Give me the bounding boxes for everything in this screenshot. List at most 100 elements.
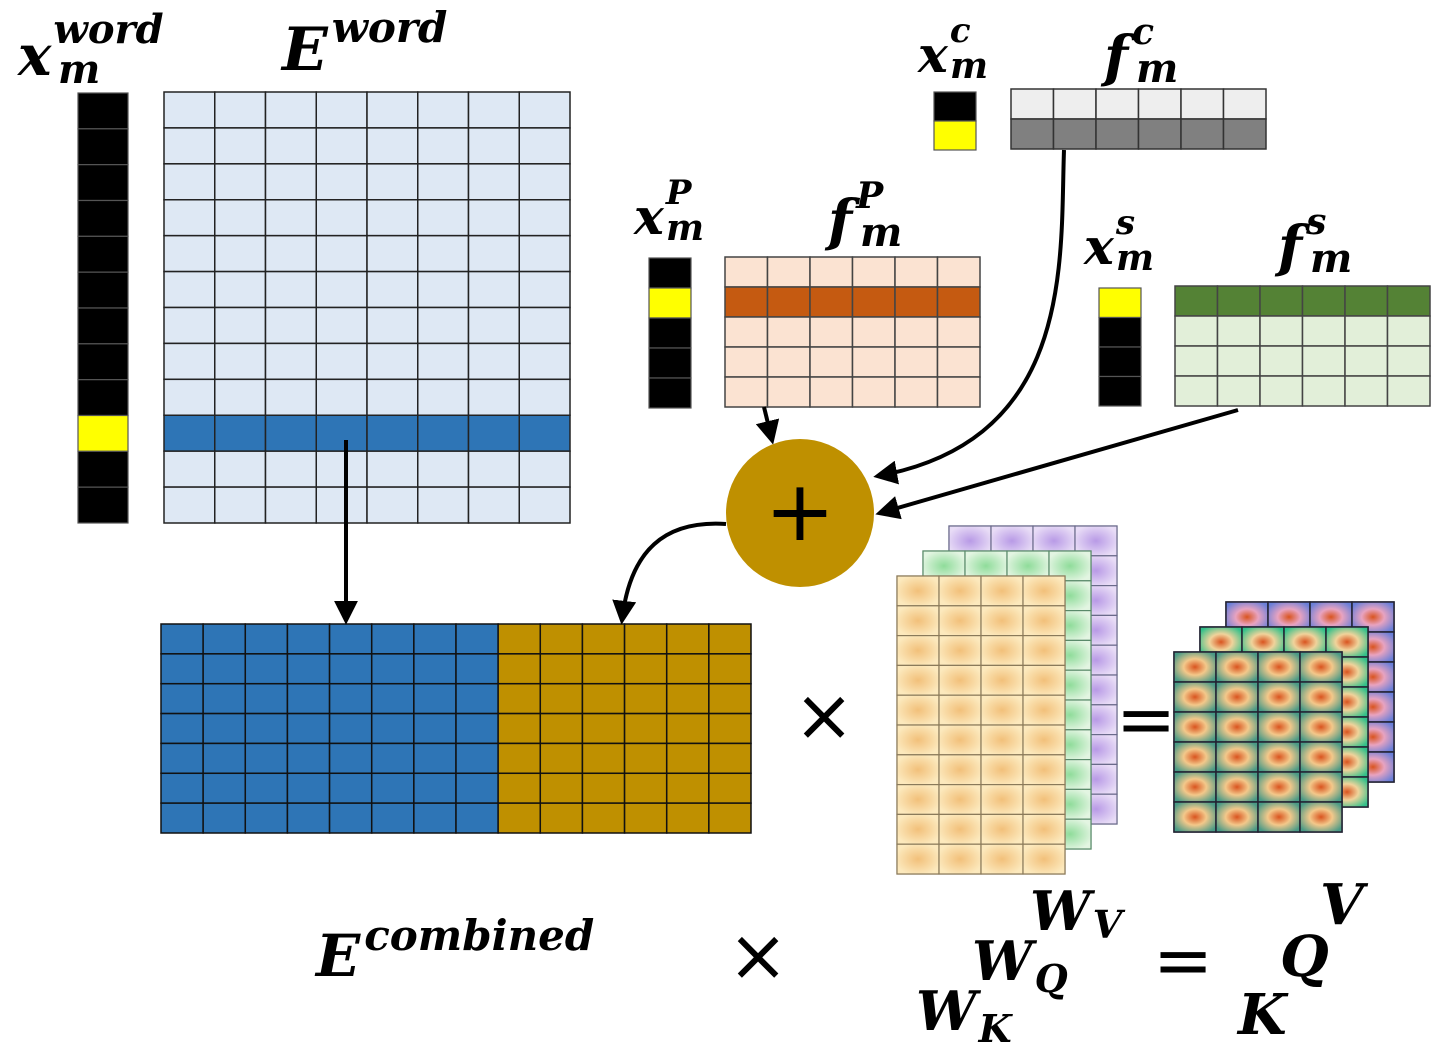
weight-cell [1022, 605, 1066, 637]
grid-cell [417, 270, 470, 309]
f-c-feature-matrix [1010, 88, 1267, 150]
weight-cell [896, 694, 940, 726]
grid-cell [518, 378, 571, 417]
arrow-fc-to-sum [873, 149, 1066, 485]
qkv-cell [1299, 801, 1343, 833]
weight-cell [980, 694, 1024, 726]
grid-cell [1174, 285, 1219, 317]
qkv-cell [1173, 711, 1217, 743]
grid-cell [455, 682, 499, 715]
grid-cell [214, 127, 267, 165]
grid-cell [1010, 88, 1055, 120]
grid-cell [518, 342, 571, 381]
grid-cell [1344, 285, 1389, 317]
qkv-cell [1257, 771, 1301, 803]
grid-cell [467, 414, 520, 452]
qkv-cell [1215, 651, 1259, 683]
grid-cell [244, 653, 289, 685]
grid-cell [518, 486, 571, 524]
grid-cell [1010, 118, 1055, 150]
grid-cell [202, 712, 247, 745]
weight-cell [896, 754, 940, 786]
onehot-cell [77, 414, 129, 452]
grid-cell [539, 653, 584, 685]
grid-cell [160, 712, 204, 745]
grid-cell [467, 306, 520, 345]
label-k: K [1236, 982, 1289, 1048]
grid-cell [724, 286, 769, 318]
grid-cell [370, 623, 415, 655]
grid-cell [328, 682, 373, 715]
onehot-cell [77, 164, 129, 202]
grid-cell [244, 742, 289, 775]
grid-cell [163, 486, 216, 524]
grid-cell [417, 342, 470, 381]
grid-cell [202, 772, 247, 804]
grid-cell [623, 742, 668, 775]
grid-cell [163, 378, 216, 417]
grid-cell [264, 378, 317, 417]
grid-cell [1259, 375, 1304, 407]
grid-cell [413, 682, 457, 715]
grid-cell [1174, 345, 1219, 377]
grid-cell [623, 682, 668, 715]
grid-cell [413, 772, 457, 804]
x-p-onehot-vector [648, 257, 692, 409]
weight-cell [980, 754, 1024, 786]
grid-cell [370, 802, 415, 834]
weight-cell [980, 843, 1024, 875]
arrow-fp-to-sum [755, 406, 780, 445]
grid-cell [202, 742, 247, 775]
grid-cell [202, 682, 247, 715]
grid-cell [539, 742, 584, 775]
weight-cell [1022, 843, 1066, 875]
weight-cell [1022, 664, 1066, 696]
grid-cell [581, 623, 626, 655]
grid-cell [894, 376, 939, 408]
grid-cell [467, 127, 520, 165]
onehot-cell [1098, 375, 1142, 407]
grid-cell [518, 414, 571, 452]
grid-cell [809, 346, 854, 378]
arrow-fs-to-sum [875, 408, 1239, 520]
grid-cell [163, 91, 216, 129]
grid-cell [518, 306, 571, 345]
grid-cell [936, 256, 981, 288]
grid-cell [1222, 118, 1267, 150]
grid-cell [1259, 285, 1304, 317]
grid-cell [366, 414, 419, 452]
grid-cell [708, 623, 752, 655]
qkv-matrices-stack [1173, 601, 1395, 833]
weight-cell [980, 634, 1024, 666]
grid-cell [244, 802, 289, 834]
grid-cell [708, 802, 752, 834]
grid-cell [894, 256, 939, 288]
qkv-cell [1215, 801, 1259, 833]
onehot-cell [77, 343, 129, 381]
onehot-cell [1098, 287, 1142, 319]
grid-cell [518, 234, 571, 273]
label-w-k: WK [916, 979, 1014, 1051]
grid-cell [264, 342, 317, 381]
onehot-cell [648, 257, 692, 289]
grid-cell [417, 450, 470, 488]
weight-cell [938, 843, 982, 875]
grid-cell [366, 306, 419, 345]
grid-cell [809, 316, 854, 348]
grid-cell [160, 682, 204, 715]
f-p-feature-matrix [724, 256, 981, 408]
grid-cell [370, 653, 415, 685]
grid-cell [366, 342, 419, 381]
grid-cell [1174, 375, 1219, 407]
grid-cell [366, 234, 419, 273]
weight-cell [1022, 813, 1066, 845]
grid-cell [315, 91, 368, 129]
weight-cell [938, 783, 982, 815]
grid-cell [370, 742, 415, 775]
label-e-combined: Ecombined [314, 911, 594, 990]
equals-sign-visual: = [1116, 677, 1176, 761]
